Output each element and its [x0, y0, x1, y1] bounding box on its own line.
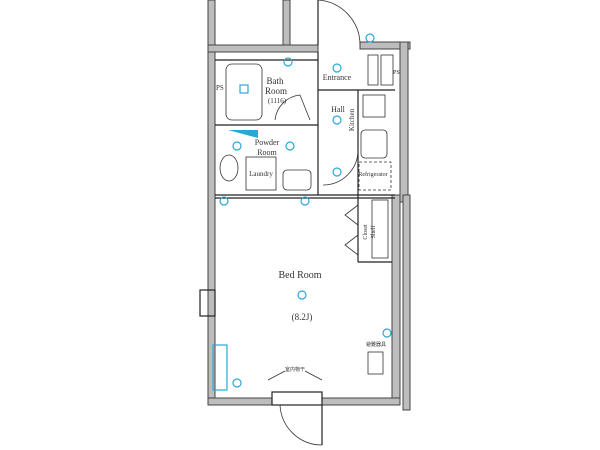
powder-label-1: Powder: [255, 138, 280, 147]
laundry-space: [245, 156, 277, 191]
entrance-label: Entrance: [323, 73, 352, 82]
powder-label-2: Room: [257, 148, 277, 157]
indoor-drying-rod: [267, 370, 323, 381]
bathtub: [225, 63, 263, 121]
indoor-drying-label: 室内物干: [285, 366, 305, 373]
hall-label: Hall: [331, 105, 346, 114]
closet-label-1: Closet: [363, 224, 369, 240]
bedroom-size: (8.2J): [292, 312, 313, 322]
bedroom-label: Bed Room: [278, 270, 321, 281]
closet-label-2: Shelf: [370, 226, 377, 239]
washbasin-icon: [228, 130, 258, 138]
ps-right-box: [380, 54, 394, 86]
balcony-door[interactable]: [271, 391, 323, 446]
kitchen-label: Kitchen: [348, 108, 356, 131]
bath-vent-icon: [239, 84, 249, 94]
ps-left-label: PS: [216, 84, 224, 92]
side-window: [199, 289, 216, 317]
closet-shelf: [371, 199, 389, 259]
sink-icon: [282, 169, 312, 191]
closet-doors[interactable]: [344, 204, 359, 256]
electrical-fixtures: [219, 33, 392, 388]
hall-door[interactable]: [322, 149, 359, 186]
bath-label-2: Room: [265, 86, 287, 96]
bath-door[interactable]: [274, 94, 311, 121]
aircon-icon: [212, 344, 228, 391]
toilet-icon: [219, 154, 239, 182]
kitchen-sink-icon: [360, 129, 388, 159]
laundry-label: Laundry: [249, 170, 273, 178]
entrance-door[interactable]: [317, 0, 361, 46]
evacuation-hatch: [367, 351, 384, 375]
ps-right-label: PS: [393, 70, 400, 76]
shoe-box: [367, 54, 379, 86]
refrigerator-label: Refrigerator: [358, 171, 387, 178]
evacuation-label: 避難器具: [366, 341, 386, 348]
refrigerator-space: [358, 161, 392, 191]
walls: [207, 0, 411, 411]
partitions: [215, 52, 395, 263]
stove-icon: [362, 94, 386, 118]
bath-size: (1116): [268, 97, 287, 105]
bath-label-1: Bath: [267, 76, 284, 86]
